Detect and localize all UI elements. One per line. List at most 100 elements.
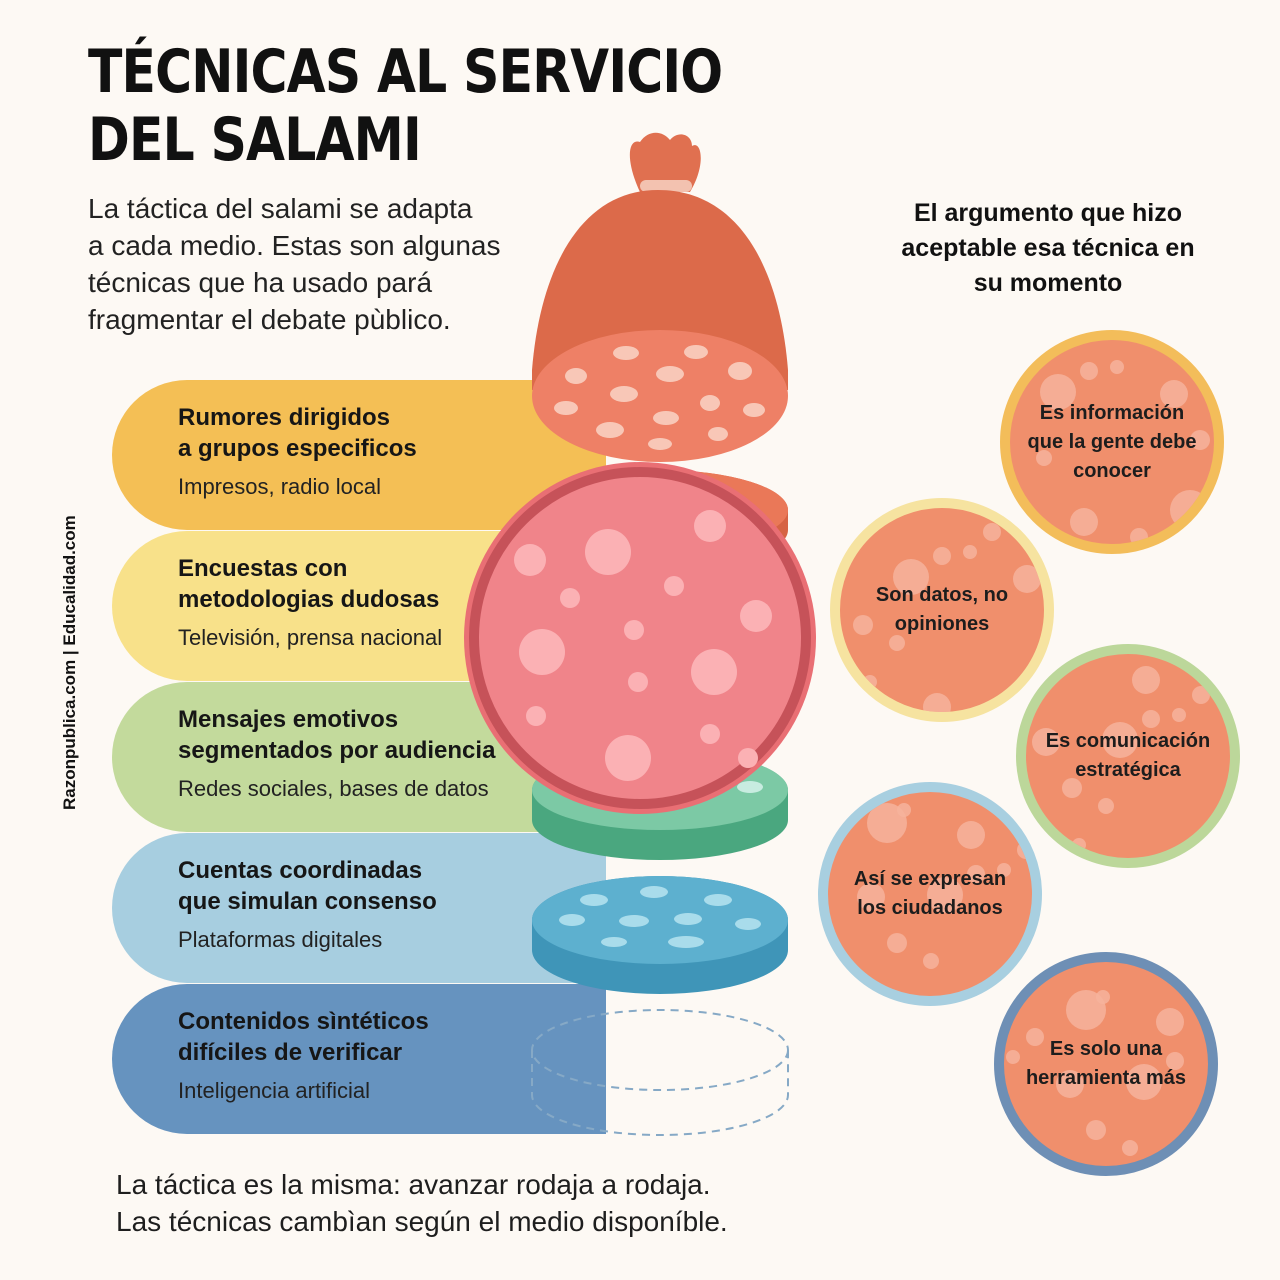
technique-title-line: metodologias dudosas	[178, 586, 440, 613]
fat-dot	[1110, 360, 1124, 374]
fat-dot	[1062, 778, 1082, 798]
technique-title-line: Encuestas con	[178, 555, 348, 582]
argument-text: Así se expresan los ciudadanos	[854, 865, 1006, 923]
title-line-1: TÉCNICAS AL SERVICIO	[88, 37, 723, 107]
fat-dot	[1126, 1064, 1162, 1100]
fat-dot	[1170, 490, 1210, 530]
salami-knot	[629, 132, 701, 192]
fat-dot	[923, 953, 939, 969]
arguments-heading: El argumento que hizo aceptable esa técn…	[880, 196, 1216, 301]
argument-circle-4: Así se expresan los ciudadanos	[818, 782, 1042, 1006]
fat-dot	[889, 635, 905, 651]
fat-dot	[1086, 1120, 1106, 1140]
argument-text: Son datos, no opiniones	[876, 581, 1008, 639]
salami-slice-2-front	[464, 462, 816, 814]
footer-text: La táctica es la misma: avanzar rodaja a…	[116, 1166, 728, 1240]
fat-dot	[857, 883, 885, 911]
technique-title-line: Mensajes emotivos	[178, 706, 399, 733]
technique-medium: Inteligencia artificial	[178, 1078, 370, 1103]
fat-dot	[1013, 565, 1041, 593]
argument-text: Es información que la gente debe conocer	[1028, 399, 1197, 486]
fat-dot	[997, 863, 1011, 877]
technique-medium: Televisión, prensa nacional	[178, 625, 443, 650]
fat-dot	[1122, 1140, 1138, 1156]
intro-line-2: a cada medio. Estas son algunas	[88, 230, 501, 261]
fat-dot	[967, 865, 985, 883]
fat-dot	[1080, 362, 1098, 380]
argument-line: que la gente debe	[1027, 430, 1197, 453]
fat-dot	[1070, 508, 1098, 536]
argument-line: opiniones	[894, 613, 990, 635]
technique-title-line: Cuentas coordinadas	[178, 857, 423, 884]
fat-dot	[1166, 1052, 1184, 1070]
fat-dot	[1160, 380, 1188, 408]
arguments-heading-line: su momento	[973, 269, 1123, 297]
technique-band-4: Cuentas coordinadas que simulan consenso…	[112, 833, 606, 983]
fat-dot	[923, 693, 951, 712]
fat-dot	[1056, 1070, 1084, 1098]
salami-slice-4	[532, 876, 788, 994]
fat-dot	[1072, 838, 1086, 852]
arguments-heading-line: aceptable esa técnica en	[901, 234, 1195, 262]
fat-dot	[863, 675, 877, 689]
intro-line-3: técnicas que ha usado pará	[88, 267, 433, 298]
argument-circle-5: Es solo una herramienta más	[994, 952, 1218, 1176]
technique-title: Encuestas con metodologias dudosas	[178, 553, 606, 615]
argument-line: Es comunicación	[1045, 730, 1211, 752]
intro-line-1: La táctica del salami se adapta	[88, 193, 473, 224]
fat-dot	[1006, 1050, 1020, 1064]
fat-dot	[927, 877, 963, 913]
argument-line: Así se expresan	[853, 868, 1007, 890]
fat-dot	[1102, 722, 1138, 758]
fat-dot	[897, 803, 911, 817]
fat-dot	[957, 821, 985, 849]
technique-title-line: difíciles de verificar	[178, 1039, 403, 1066]
technique-medium: Plataformas digitales	[178, 927, 383, 952]
argument-circle-1: Es información que la gente debe conocer	[1000, 330, 1224, 554]
technique-title: Contenidos sìntéticos difíciles de verif…	[178, 1006, 606, 1068]
salami-illustration	[464, 132, 816, 1136]
fat-dot	[1098, 798, 1114, 814]
fat-dot	[1172, 708, 1186, 722]
technique-title: Mensajes emotivos segmentados por audien…	[178, 704, 606, 766]
fat-dot	[1010, 490, 1024, 504]
argument-line: Es información	[1039, 401, 1185, 424]
technique-medium: Impresos, radio local	[178, 474, 381, 499]
fat-dot	[1036, 450, 1052, 466]
fat-dot	[1096, 990, 1110, 1004]
argument-line: los ciudadanos	[857, 897, 1003, 919]
technique-band-1: Rumores dirigidos a grupos especificos I…	[112, 380, 606, 530]
fat-dot	[1017, 841, 1032, 859]
footer-line-1: La táctica es la misma: avanzar rodaja a…	[116, 1169, 711, 1200]
fat-dot	[983, 523, 1001, 541]
technique-title: Cuentas coordinadas que simulan consenso	[178, 855, 606, 917]
intro-paragraph: La táctica del salami se adapta a cada m…	[88, 190, 528, 338]
technique-title: Rumores dirigidos a grupos especificos	[178, 402, 606, 464]
technique-title-line: Contenidos sìntéticos	[178, 1008, 429, 1035]
page-title: TÉCNICAS AL SERVICIO DEL SALAMI	[88, 37, 723, 175]
title-line-2: DEL SALAMI	[88, 105, 422, 175]
technique-title-line: a grupos especificos	[178, 435, 417, 462]
fat-dot	[1142, 710, 1160, 728]
fat-dot	[853, 615, 873, 635]
fat-dot	[1040, 374, 1076, 410]
fat-dot	[1190, 430, 1210, 450]
arguments-heading-line: El argumento que hizo	[913, 199, 1183, 227]
argument-text: Es solo una herramienta más	[1026, 1035, 1186, 1093]
footer-line-2: Las técnicas cambìan según el medio disp…	[116, 1206, 728, 1237]
technique-medium: Redes sociales, bases de datos	[178, 776, 489, 801]
fat-dot	[1192, 686, 1210, 704]
fat-dot	[1132, 666, 1160, 694]
fat-dot	[1130, 528, 1148, 544]
argument-line: Son datos, no	[875, 584, 1009, 606]
fat-dot	[1032, 728, 1060, 756]
argument-line: conocer	[1073, 459, 1151, 482]
argument-circle-2: Son datos, no opiniones	[830, 498, 1054, 722]
argument-text: Es comunicación estratégica	[1046, 727, 1211, 785]
argument-line: Es solo una	[1049, 1038, 1163, 1060]
technique-title-line: segmentados por audiencia	[178, 737, 496, 764]
fat-dot	[893, 559, 929, 595]
side-credit: Razonpublica.com | Educalidad.com	[60, 515, 79, 810]
fat-dot	[1156, 1008, 1184, 1036]
argument-circle-3: Es comunicación estratégica	[1016, 644, 1240, 868]
